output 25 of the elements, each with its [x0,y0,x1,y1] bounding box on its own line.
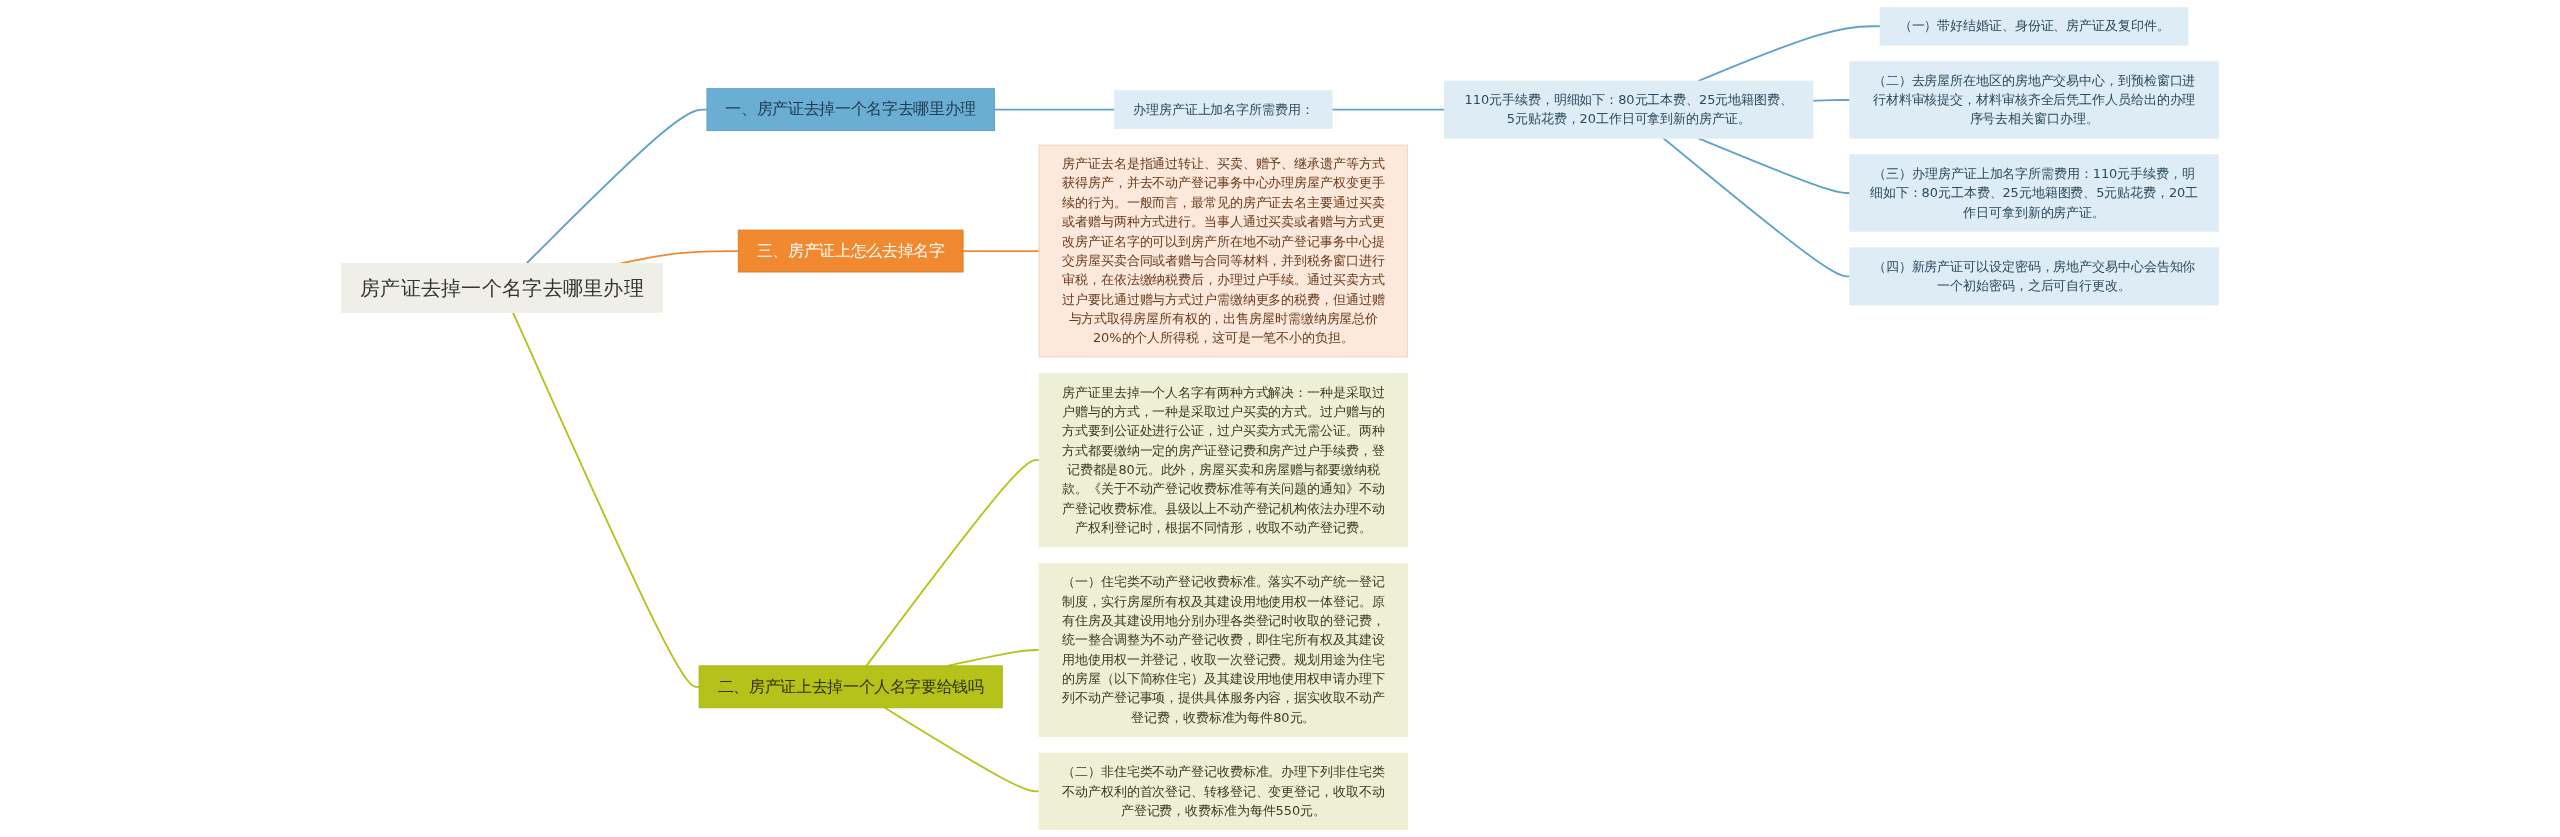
node-box: 房产证去名是指通过转让、买卖、赠予、继承遗产等方式获得房产，并去不动产登记事务中心办理房屋产权变更手续的行为。一般而言，最常见的房产证去名主要通过买卖或者赠与两种方式进行。当事人通过买卖或者赠与方式更改房产证名字的可以到房产所在地不动产登记事务中心提交房屋买卖合同或者赠与合同等材料，并到税务窗口进行审税，在依法缴纳税费后，办理过户手续。通过买卖方式过户要比通过赠与方式过户需缴纳更多的税费，但通过赠与方式取得房屋所有权的，出售房屋时需缴纳房屋总价20%的个人所得税，这可是一笔不小的负担。 [1038,144,1409,358]
node-box: 房产证去掉一个名字去哪里办理 [341,263,663,313]
connector [1662,137,1851,278]
node-box: 房产证里去掉一个人名字有两种方式解决：一种是采取过户赠与的方式，一种是采取过户买卖的方式。过户赠与的方式要到公证处进行公证，过户买卖方式无需公证。两种方式都要缴纳一定的房产证登记费和房产过户手续费，登记费都是80元。此外，房屋买卖和房屋赠与都要缴纳税款。《关于不动产登记收费标准等有关问题的通知》不动产登记收费标准。县级以上不动产登记机构依法办理不动产权利登记时，根据不同情形，收取不动产登记费。 [1038,373,1409,548]
node-box: （三）办理房产证上加名字所需费用：110元手续费，明细如下：80元工本费、25元地籍图费、5元贴花费，20工作日可拿到新的房产证。 [1849,154,2219,232]
node-box: 二、房产证上去掉一个人名字要给钱吗 [698,665,1003,709]
connector [865,459,1040,667]
connector [511,311,701,688]
node-box: 三、房产证上怎么去掉名字 [737,229,964,273]
connector [1812,99,1851,102]
node-box: （一）住宅类不动产登记收费标准。落实不动产统一登记制度，实行房屋所有权及其建设用地使用权一体登记。原有住房及其建设用地分别办理各类登记时收取的登记费，统一整合调整为不动产登记收费，即住宅所有权及其建设用地使用权一并登记，收取一次登记费。规划用途为住宅的房屋（以下简称住宅）及其建设用地使用权申请办理下列不动产登记事项，提供具体服务内容，据实收取不动产登记费，收费标准为每件80元。 [1038,562,1409,738]
node-box: 一、房产证去掉一个名字去哪里办理 [706,88,995,132]
connector [525,108,708,265]
node-box: （二）去房屋所在地区的房地产交易中心，到预检窗口进行材料审核提交，材料审核齐全后凭工作人员给出的办理序号去相关窗口办理。 [1849,61,2219,139]
node-box: 110元手续费，明细如下：80元工本费、25元地籍图费、5元贴花费，20工作日可拿到新的房产证。 [1444,80,1814,139]
connector [962,250,1040,252]
connector [883,706,1040,793]
connector [1331,108,1446,111]
node-box: （二）非住宅类不动产登记收费标准。办理下列非住宅类不动产权利的首次登记、转移登记、变更登记，收取不动产登记费，收费标准为每件550元。 [1038,752,1409,831]
node-box: （一）带好结婚证、身份证、房产证及复印件。 [1879,6,2189,46]
connector [1697,25,1882,82]
connector [993,108,1116,111]
node-box: （四）新房产证可以设定密码，房地产交易中心会告知你一个初始密码，之后可自行更改。 [1849,247,2219,306]
node-box: 办理房产证上加名字所需费用： [1114,90,1333,129]
connector [1697,137,1851,194]
